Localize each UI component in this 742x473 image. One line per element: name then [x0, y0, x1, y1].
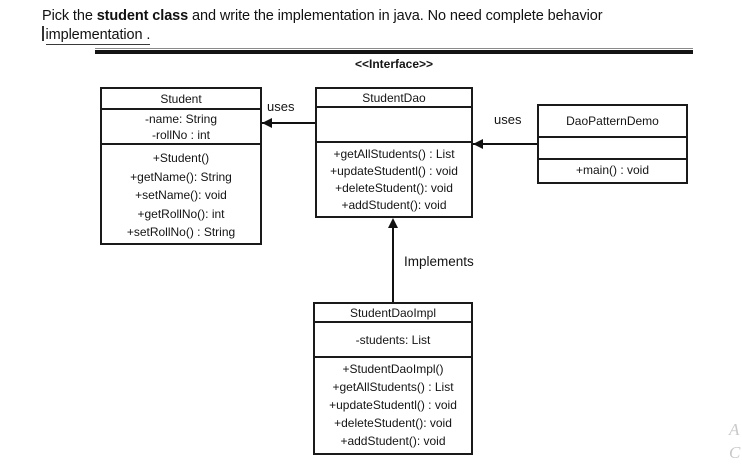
- method-line: +Student(): [152, 151, 210, 165]
- task-text-line1: Pick the student class and write the imp…: [42, 7, 603, 26]
- interface-stereotype-label: <<Interface>>: [354, 57, 434, 71]
- task-text-line2-row: implementation .: [42, 26, 602, 45]
- class-box-studentdao: StudentDao +getAllStudents() : List +upd…: [315, 87, 473, 218]
- method-line: +deleteStudent(): void: [334, 416, 452, 430]
- task-text-suffix: and write the implementation in java. No…: [188, 8, 603, 24]
- method-line: +updateStudentl() : void: [329, 398, 457, 412]
- method-line: +setRollNo() : String: [126, 225, 236, 239]
- method-line: +updateStudentl() : void: [330, 164, 458, 178]
- header-rule-thick: [95, 50, 693, 54]
- class-title-daopatterndemo: DaoPatternDemo: [539, 106, 686, 138]
- method-line: +addStudent(): void: [340, 434, 446, 448]
- class-methods-studentdao: +getAllStudents() : List +updateStudentl…: [317, 143, 471, 214]
- method-line: +deleteStudent(): void: [335, 181, 453, 195]
- text-cursor: [42, 26, 44, 41]
- class-title-studentdao: StudentDao: [317, 89, 471, 108]
- implements-arrowhead: [388, 218, 398, 228]
- task-text-line2: implementation .: [45, 27, 151, 45]
- task-text: Pick the student class and write the imp…: [42, 7, 603, 45]
- class-methods-studentdaoimpl: +StudentDaoImpl() +getAllStudents() : Li…: [315, 358, 471, 450]
- attribute-line: -students: List: [355, 333, 431, 347]
- task-text-prefix: Pick the: [42, 8, 97, 24]
- class-title-studentdaoimpl: StudentDaoImpl: [315, 304, 471, 323]
- implements-arrow-line: [392, 222, 394, 302]
- method-line: +main() : void: [575, 163, 650, 177]
- uses-arrowhead-demo-to-dao: [473, 139, 483, 149]
- uses-label-demo-to-dao: uses: [494, 112, 522, 127]
- method-line: +getName(): String: [130, 169, 232, 184]
- method-line: +StudentDaoImpl(): [342, 362, 444, 376]
- method-line: +getAllStudents() : List: [332, 380, 454, 394]
- class-methods-daopatterndemo: +main() : void: [539, 160, 686, 180]
- uses-arrowhead-dao-to-student: [262, 118, 272, 128]
- class-box-student: Student -name: String -rollNo : int +Stu…: [100, 87, 262, 245]
- class-attributes-student: -name: String -rollNo : int: [102, 110, 260, 145]
- class-box-studentdaoimpl: StudentDaoImpl -students: List +StudentD…: [313, 302, 473, 455]
- class-attributes-studentdaoimpl: -students: List: [315, 323, 471, 358]
- class-attributes-studentdao: [317, 108, 471, 143]
- header-rule-thin: [95, 48, 693, 49]
- attribute-line: -name: String: [144, 112, 218, 126]
- attribute-line: -rollNo : int: [151, 128, 210, 142]
- uses-arrow-line-dao-to-student: [262, 122, 315, 124]
- class-title-student: Student: [102, 89, 260, 110]
- class-attributes-daopatterndemo: [539, 138, 686, 160]
- uses-arrow-line-demo-to-dao: [473, 143, 537, 145]
- class-box-daopatterndemo: DaoPatternDemo +main() : void: [537, 104, 688, 184]
- page-edge-letter: A: [729, 420, 740, 439]
- method-line: +setName(): void: [135, 188, 227, 202]
- task-text-bold: student class: [96, 8, 189, 24]
- method-line: +getAllStudents() : List: [333, 147, 455, 161]
- class-methods-student: +Student() +getName(): String +setName()…: [102, 145, 260, 242]
- uses-label-dao-to-student: uses: [267, 99, 295, 114]
- page-edge-letter: C: [729, 443, 741, 462]
- implements-label: Implements: [404, 254, 474, 269]
- method-line: +addStudent(): void: [341, 198, 447, 212]
- method-line: +getRollNo(): int: [137, 206, 225, 221]
